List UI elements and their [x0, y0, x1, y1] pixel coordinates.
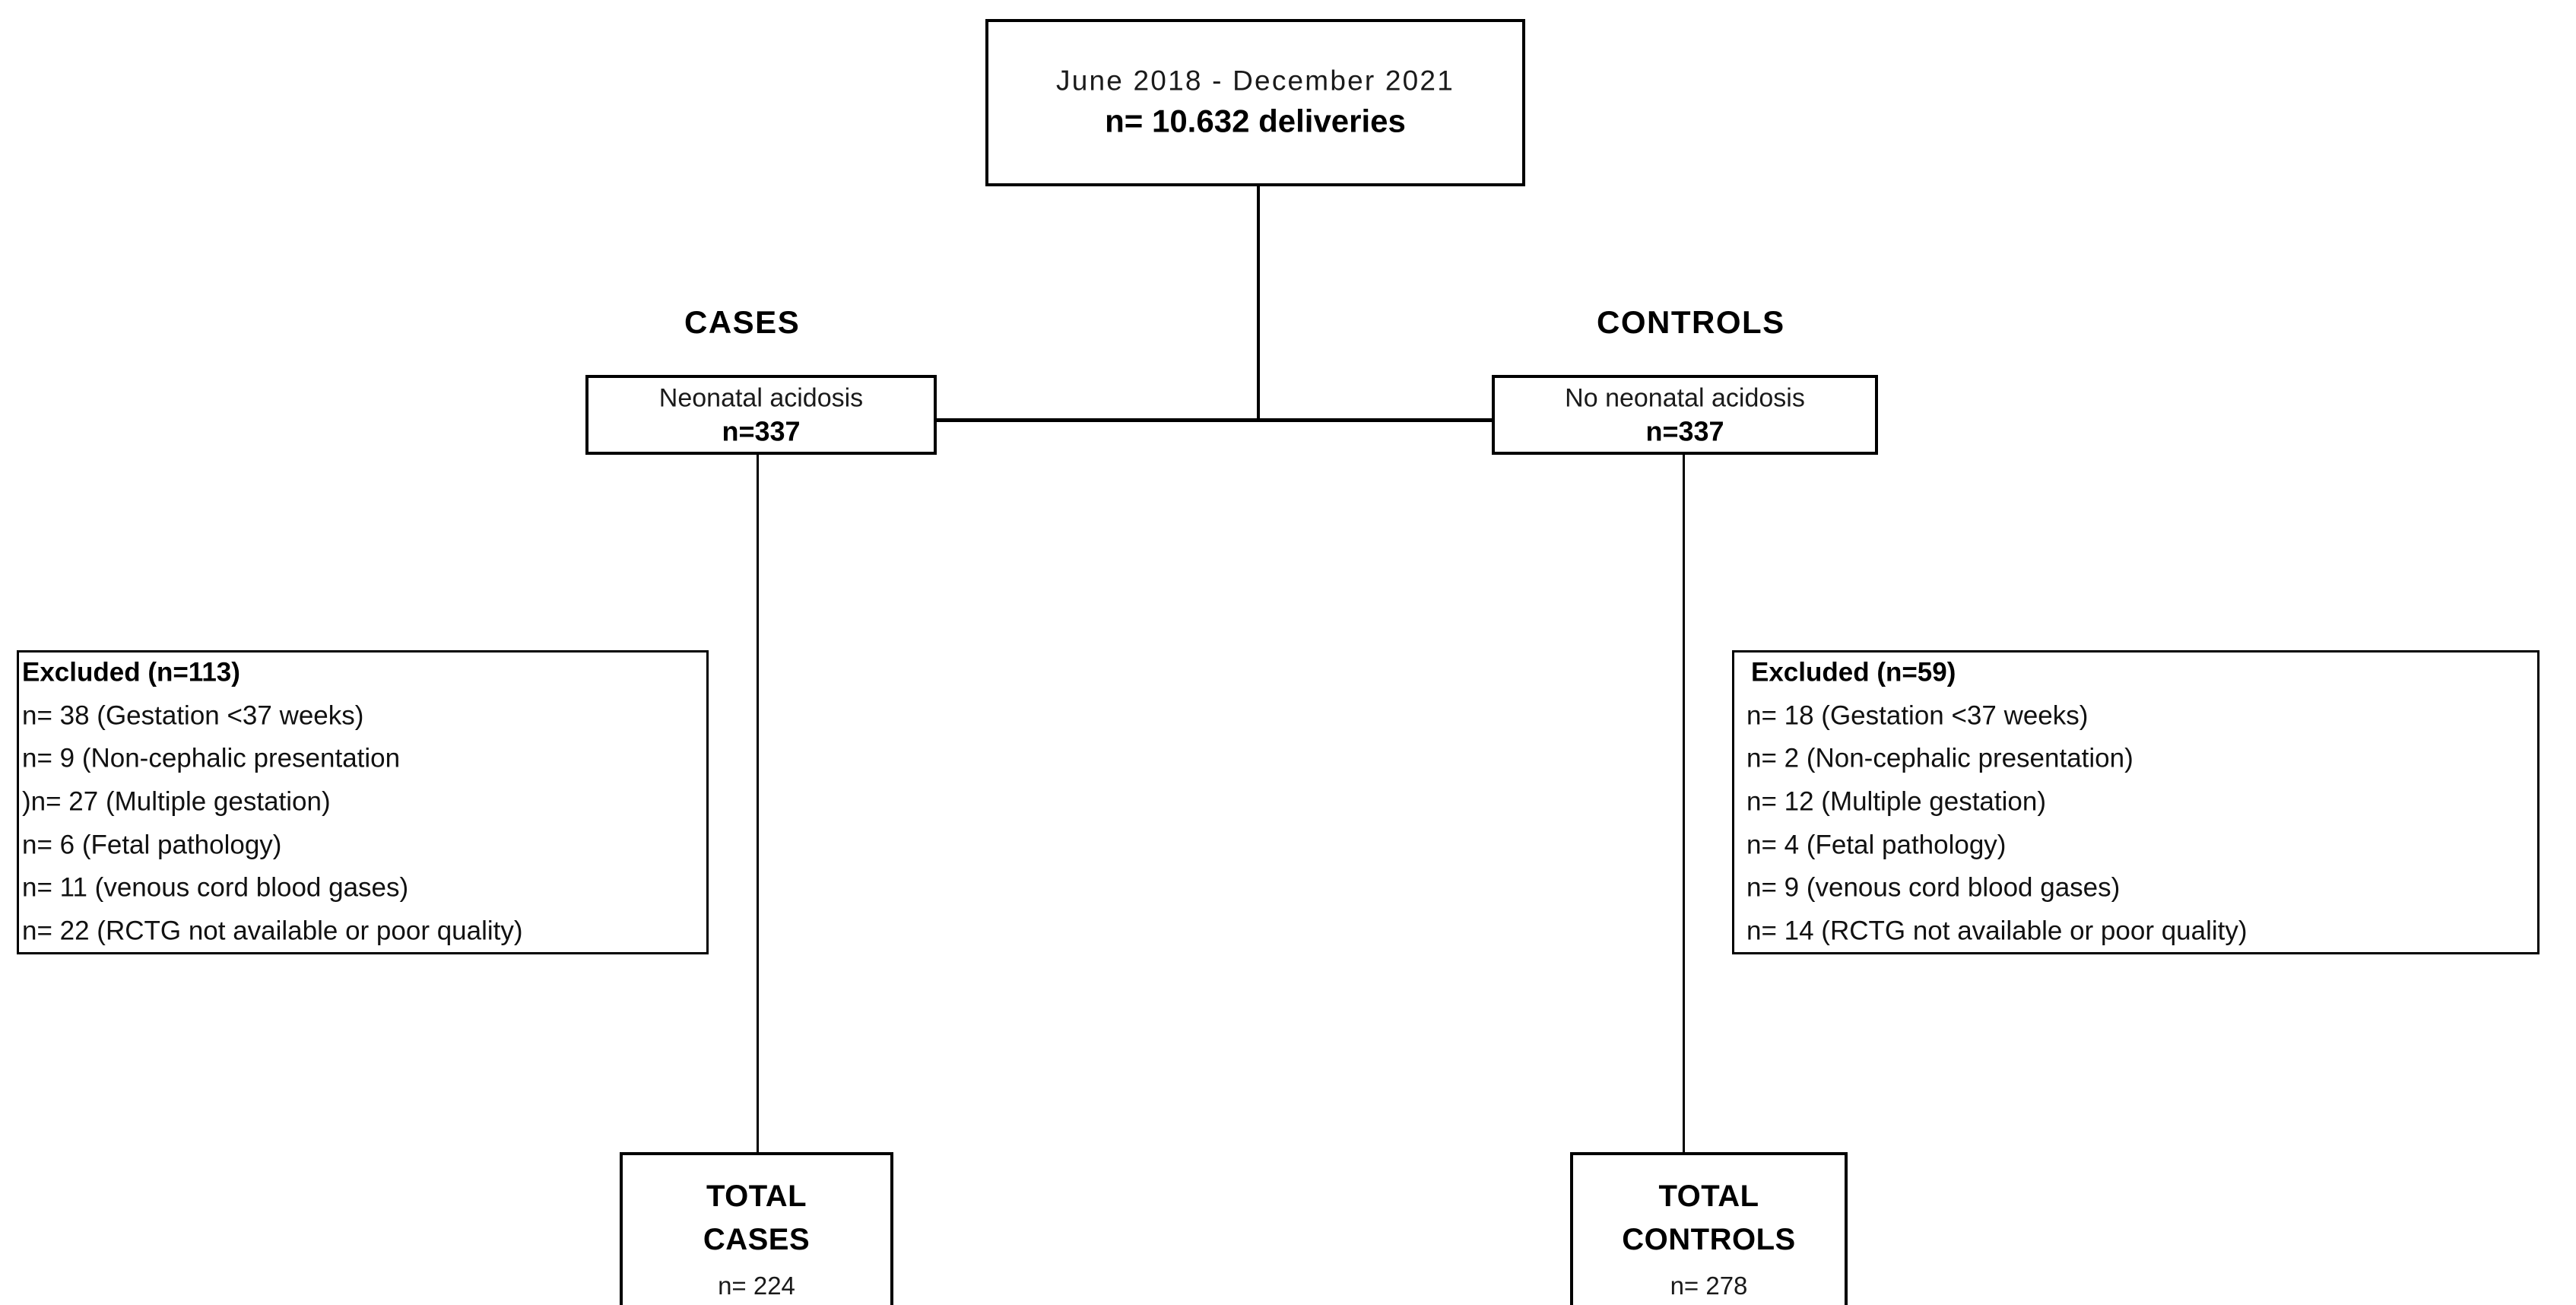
connector-stem-from-source [1257, 185, 1260, 421]
total-cases-box: TOTAL CASES n= 224 [620, 1152, 893, 1305]
exclusions-cases-title: Excluded (n=113) [22, 657, 240, 687]
exclusions-box-controls: Excluded (n=59) n= 18 (Gestation <37 wee… [1732, 650, 2540, 954]
source-count-label: n= 10.632 deliveries [1105, 103, 1406, 139]
cases-arm-box: Neonatal acidosis n=337 [585, 375, 937, 455]
total-cases-count: n= 224 [718, 1271, 795, 1300]
exclusion-reason: n= 18 (Gestation <37 weeks) [1746, 700, 2089, 731]
exclusion-reason: n= 38 (Gestation <37 weeks) [22, 700, 364, 731]
total-controls-label-line1: TOTAL [1658, 1180, 1759, 1213]
exclusion-reason: n= 22 (RCTG not available or poor qualit… [22, 916, 523, 946]
exclusion-reason: n= 9 (Non-cephalic presentation [22, 743, 401, 773]
connector-split-horizontal [935, 418, 1495, 422]
controls-arm-title: No neonatal acidosis [1565, 383, 1805, 412]
study-period-label: June 2018 - December 2021 [1056, 65, 1455, 97]
exclusion-reason: n= 4 (Fetal pathology) [1746, 830, 2007, 860]
exclusion-reason: n= 14 (RCTG not available or poor qualit… [1746, 916, 2248, 946]
controls-arm-box: No neonatal acidosis n=337 [1492, 375, 1878, 455]
cases-arm-count: n=337 [722, 415, 801, 447]
group-header-cases: CASES [684, 304, 801, 340]
connector-drop-controls [1683, 453, 1685, 1154]
total-controls-count: n= 278 [1670, 1271, 1748, 1300]
total-cases-label-line1: TOTAL [706, 1180, 807, 1213]
exclusion-reason: n= 11 (venous cord blood gases) [22, 873, 409, 903]
total-cases-label-line2: CASES [703, 1222, 811, 1256]
connector-drop-cases [757, 453, 759, 1154]
total-controls-label-line2: CONTROLS [1622, 1222, 1796, 1256]
exclusion-reason: n= 12 (Multiple gestation) [1746, 786, 2046, 817]
exclusion-reason: n= 6 (Fetal pathology) [22, 830, 282, 860]
exclusions-box-cases: Excluded (n=113) n= 38 (Gestation <37 we… [17, 650, 709, 954]
group-header-controls: CONTROLS [1597, 304, 1785, 340]
exclusion-reason: n= 2 (Non-cephalic presentation) [1746, 743, 2133, 773]
total-controls-box: TOTAL CONTROLS n= 278 [1570, 1152, 1848, 1305]
source-population-box: June 2018 - December 2021 n= 10.632 deli… [985, 19, 1525, 186]
controls-arm-count: n=337 [1645, 415, 1724, 447]
exclusion-reason: n= 9 (venous cord blood gases) [1746, 873, 2121, 903]
exclusion-reason: )n= 27 (Multiple gestation) [22, 786, 331, 817]
exclusions-controls-title: Excluded (n=59) [1751, 657, 1956, 687]
cases-arm-title: Neonatal acidosis [658, 383, 864, 412]
